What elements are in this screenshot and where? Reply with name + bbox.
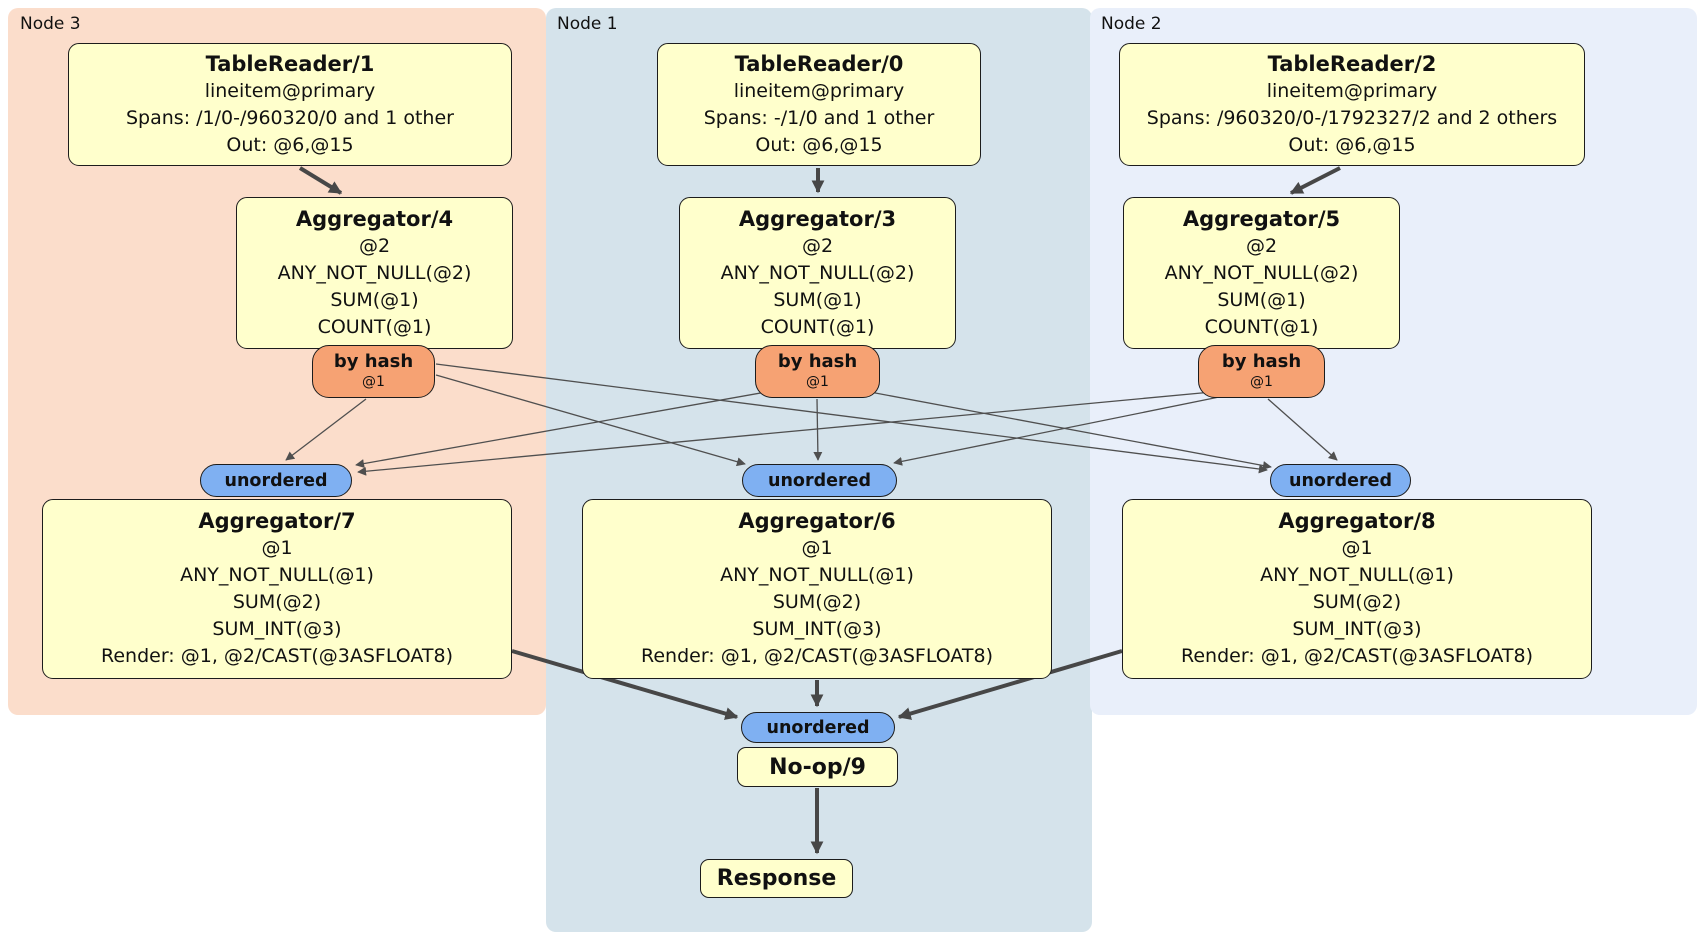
processor-title: Aggregator/8 [1278,509,1436,533]
processor-tablereader-2: TableReader/2 lineitem@primary Spans: /9… [1119,43,1585,166]
processor-detail: Spans: -/1/0 and 1 other [703,106,935,129]
processor-detail: ANY_NOT_NULL(@2) [1164,261,1359,284]
edge-hash3-uo2 [435,363,1268,474]
edge-tr2-agg5 [1289,166,1341,195]
processor-aggregator-8: Aggregator/8 @1 ANY_NOT_NULL(@1) SUM(@2)… [1122,499,1592,679]
processor-detail: SUM_INT(@3) [1292,618,1422,640]
edge-hash2-uo3 [357,391,1213,476]
edge-hash2-uo2 [1267,398,1338,461]
processor-title: Response [716,866,837,891]
edge-tr1-agg4 [298,166,343,195]
processor-aggregator-6: Aggregator/6 @1 ANY_NOT_NULL(@1) SUM(@2)… [582,499,1052,679]
processor-response: Response [700,859,853,898]
processor-detail: @2 [358,234,391,257]
processor-detail: lineitem@primary [1266,79,1438,102]
edge-hash2-uo1 [893,395,1225,466]
processor-detail: Render: @1, @2/CAST(@3ASFLOAT8) [1181,645,1533,667]
processor-detail: SUM(@2) [232,591,322,613]
synchronizer-unordered-final: unordered [741,712,895,743]
processor-detail: Spans: /1/0-/960320/0 and 1 other [126,106,454,129]
processor-detail: SUM(@2) [1312,591,1402,613]
synchronizer-label: unordered [766,717,870,738]
processor-title: No-op/9 [769,754,866,780]
processor-detail: @1 [801,537,833,559]
processor-title: Aggregator/6 [738,509,896,533]
router-detail: @1 [362,374,385,390]
processor-title: TableReader/2 [1267,51,1437,76]
processor-detail: SUM(@1) [1217,288,1306,311]
synchronizer-unordered-node1: unordered [742,464,897,497]
synchronizer-unordered-node3: unordered [200,464,352,497]
processor-detail: SUM(@1) [773,288,862,311]
router-label: by hash [1221,351,1302,372]
synchronizer-unordered-node2: unordered [1270,464,1411,497]
edge-agg7-unordered [511,649,739,720]
processor-detail: Render: @1, @2/CAST(@3ASFLOAT8) [641,645,993,667]
processor-detail: Out: @6,@15 [1288,133,1416,156]
region-label-node2: Node 2 [1101,14,1162,34]
synchronizer-label: unordered [224,470,328,491]
router-detail: @1 [806,374,829,390]
processor-detail: Render: @1, @2/CAST(@3ASFLOAT8) [101,645,453,667]
processor-detail: COUNT(@1) [317,315,432,338]
processor-detail: Spans: /960320/0-/1792327/2 and 2 others [1146,106,1558,129]
processor-detail: ANY_NOT_NULL(@1) [720,564,914,586]
processor-detail: COUNT(@1) [1204,315,1319,338]
router-by-hash-node1: by hash @1 [755,345,880,398]
edge-hash3-uo3 [285,398,367,461]
processor-detail: ANY_NOT_NULL(@1) [1260,564,1454,586]
processor-detail: @1 [261,537,293,559]
processor-tablereader-0: TableReader/0 lineitem@primary Spans: -/… [657,43,981,166]
processor-title: Aggregator/7 [198,509,356,533]
processor-title: Aggregator/4 [295,206,454,231]
processor-detail: ANY_NOT_NULL(@2) [720,261,915,284]
processor-detail: Out: @6,@15 [755,133,883,156]
processor-detail: Out: @6,@15 [226,133,354,156]
router-detail: @1 [1250,374,1273,390]
region-label-node1: Node 1 [557,14,618,34]
processor-detail: SUM_INT(@3) [752,618,882,640]
processor-detail: COUNT(@1) [760,315,875,338]
edge-hash1-uo3 [355,391,767,469]
router-by-hash-node2: by hash @1 [1198,345,1325,398]
processor-aggregator-4: Aggregator/4 @2 ANY_NOT_NULL(@2) SUM(@1)… [236,197,513,349]
processor-aggregator-7: Aggregator/7 @1 ANY_NOT_NULL(@1) SUM(@2)… [42,499,512,679]
router-label: by hash [777,351,858,372]
processor-title: TableReader/1 [205,51,375,76]
processor-title: Aggregator/5 [1182,206,1341,231]
processor-noop-9: No-op/9 [737,747,898,787]
edge-hash1-uo2 [869,391,1272,470]
region-label-node3: Node 3 [20,14,81,34]
router-by-hash-node3: by hash @1 [312,345,435,398]
processor-detail: @2 [1245,234,1278,257]
processor-detail: @2 [801,234,834,257]
processor-detail: ANY_NOT_NULL(@2) [277,261,472,284]
synchronizer-label: unordered [1289,470,1392,491]
processor-detail: lineitem@primary [733,79,905,102]
edge-hash3-uo1 [435,374,746,467]
router-label: by hash [333,351,414,372]
processor-title: TableReader/0 [734,51,904,76]
processor-detail: @1 [1341,537,1373,559]
processor-aggregator-3: Aggregator/3 @2 ANY_NOT_NULL(@2) SUM(@1)… [679,197,956,349]
synchronizer-label: unordered [768,470,871,491]
processor-tablereader-1: TableReader/1 lineitem@primary Spans: /1… [68,43,512,166]
processor-aggregator-5: Aggregator/5 @2 ANY_NOT_NULL(@2) SUM(@1)… [1123,197,1400,349]
processor-title: Aggregator/3 [738,206,897,231]
processor-detail: SUM(@1) [330,288,419,311]
processor-detail: SUM_INT(@3) [212,618,342,640]
processor-detail: lineitem@primary [204,79,376,102]
edge-agg8-unordered [897,649,1123,720]
processor-detail: ANY_NOT_NULL(@1) [180,564,374,586]
processor-detail: SUM(@2) [772,591,862,613]
